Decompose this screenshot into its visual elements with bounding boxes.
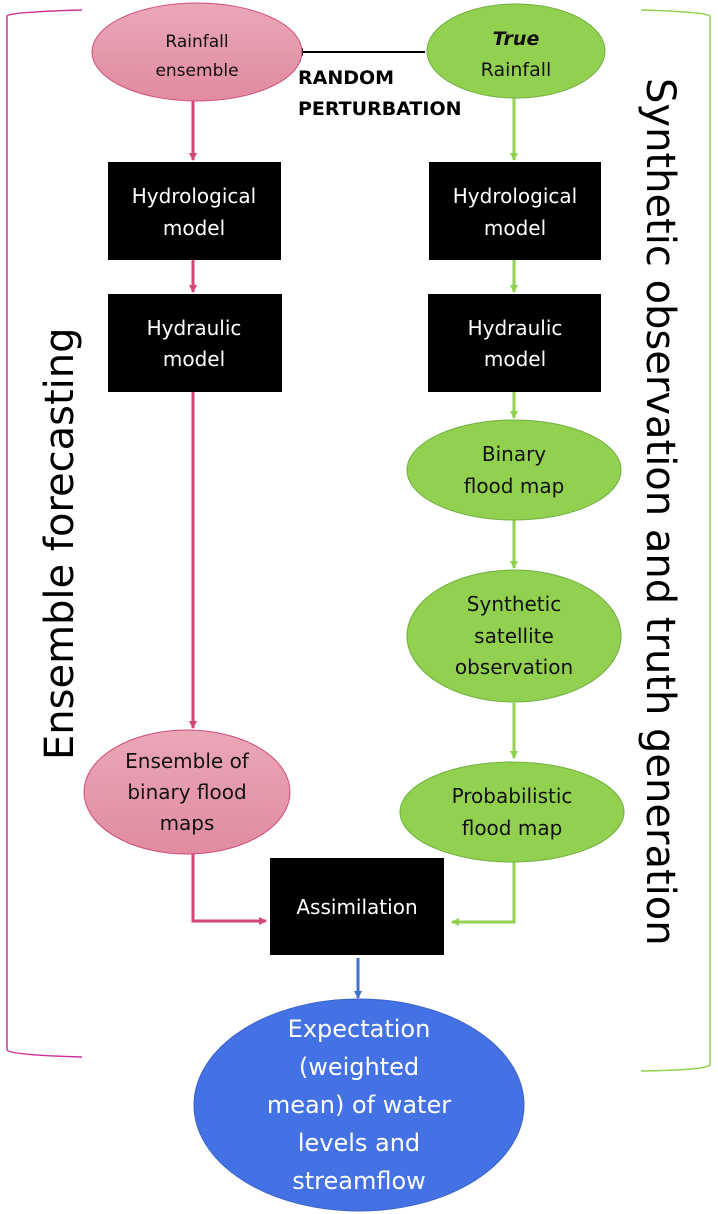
- svg-text:maps: maps: [160, 811, 215, 835]
- perturbation-label: RANDOM: [298, 67, 394, 89]
- svg-text:Assimilation: Assimilation: [296, 895, 417, 919]
- svg-text:Probabilistic: Probabilistic: [452, 784, 573, 808]
- svg-text:Synthetic: Synthetic: [467, 592, 561, 616]
- svg-text:Hydraulic: Hydraulic: [468, 316, 563, 340]
- node-true-rainfall: True Rainfall: [426, 3, 606, 99]
- node-probabilistic-flood-map: Probabilistic flood map: [399, 761, 625, 863]
- svg-text:model: model: [484, 216, 546, 240]
- svg-text:model: model: [163, 216, 225, 240]
- node-hydraulic-model-right: Hydraulic model: [428, 294, 601, 392]
- svg-text:Rainfall: Rainfall: [165, 32, 228, 52]
- perturbation-label-2: PERTURBATION: [298, 98, 462, 120]
- right-bracket: [640, 9, 711, 1072]
- svg-text:(weighted: (weighted: [299, 1053, 419, 1081]
- arrow-probabilistic-to-assimilation: [451, 860, 516, 926]
- node-synthetic-satellite-observation: Synthetic satellite observation: [406, 569, 622, 703]
- node-assimilation: Assimilation: [270, 858, 444, 955]
- svg-text:Hydrological: Hydrological: [453, 184, 577, 208]
- svg-text:levels and: levels and: [298, 1129, 420, 1157]
- svg-text:ensemble: ensemble: [155, 61, 238, 81]
- side-label-synthetic-observation: Synthetic observation and truth generati…: [637, 78, 683, 946]
- svg-text:mean) of water: mean) of water: [267, 1091, 451, 1119]
- left-bracket: [6, 9, 83, 1058]
- node-hydraulic-model-left: Hydraulic model: [108, 294, 282, 392]
- svg-text:Expectation: Expectation: [288, 1015, 431, 1043]
- svg-text:Rainfall: Rainfall: [481, 59, 552, 81]
- svg-text:model: model: [484, 347, 546, 371]
- svg-text:binary flood: binary flood: [127, 780, 246, 804]
- svg-text:model: model: [163, 347, 225, 371]
- node-hydrological-model-left: Hydrological model: [108, 162, 281, 260]
- svg-text:Hydraulic: Hydraulic: [147, 316, 242, 340]
- svg-text:Binary: Binary: [482, 442, 546, 466]
- svg-text:Hydrological: Hydrological: [132, 184, 256, 208]
- node-binary-flood-map: Binary flood map: [406, 419, 622, 521]
- node-rainfall-ensemble: Rainfall ensemble: [91, 2, 303, 102]
- node-expectation: Expectation (weighted mean) of water lev…: [193, 998, 525, 1212]
- node-hydrological-model-right: Hydrological model: [429, 162, 601, 260]
- svg-text:streamflow: streamflow: [292, 1167, 426, 1195]
- svg-text:flood map: flood map: [462, 816, 563, 840]
- svg-text:satellite: satellite: [474, 624, 554, 648]
- svg-text:True: True: [493, 28, 540, 50]
- side-label-ensemble-forecasting: Ensemble forecasting: [37, 328, 83, 760]
- svg-text:Ensemble of: Ensemble of: [125, 749, 250, 773]
- svg-text:flood map: flood map: [464, 474, 565, 498]
- svg-text:observation: observation: [455, 655, 573, 679]
- node-ensemble-binary-flood-maps: Ensemble of binary flood maps: [83, 729, 291, 855]
- arrow-ensemble-maps-to-assimilation: [191, 853, 267, 925]
